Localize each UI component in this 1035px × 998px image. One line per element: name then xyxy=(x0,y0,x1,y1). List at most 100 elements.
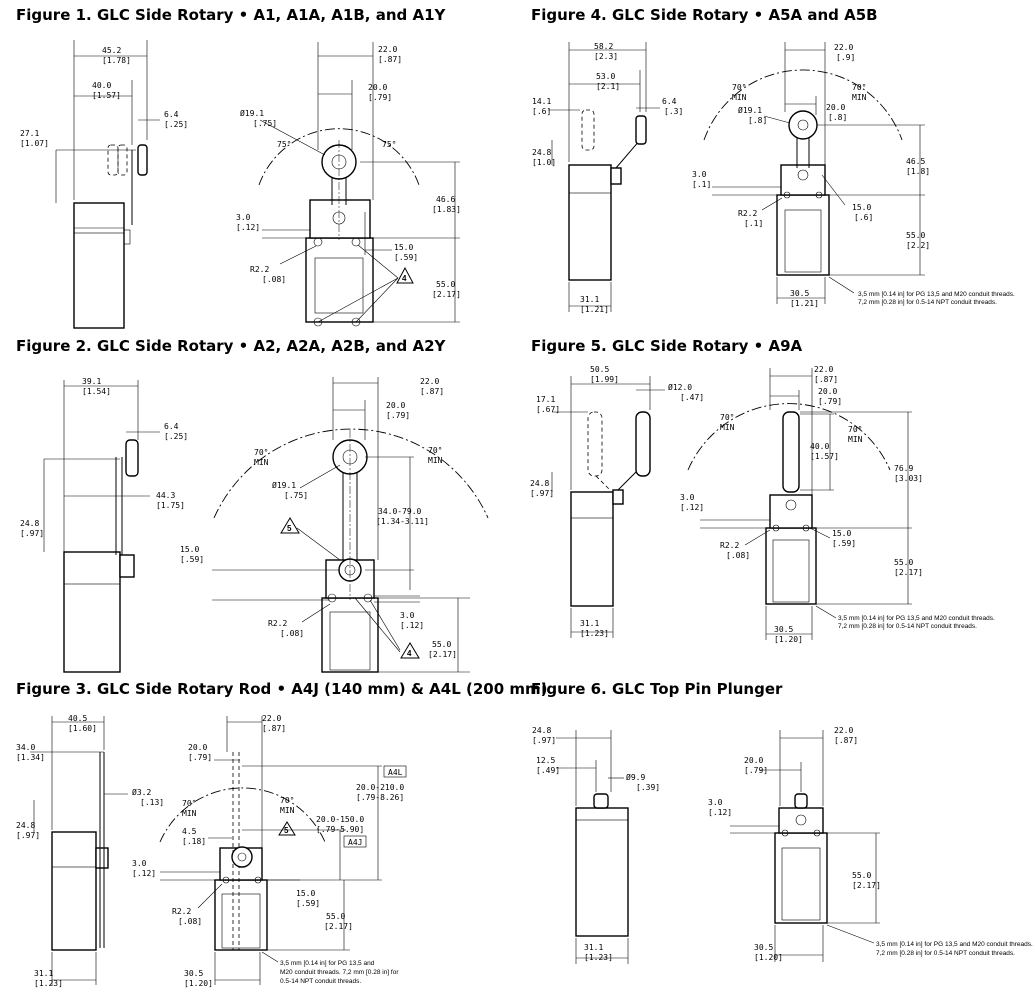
dim-45-2: 45.2 xyxy=(102,46,121,55)
figure-5-title: Figure 5. GLC Side Rotary • A9A xyxy=(531,337,803,355)
dim-22-0-in: [.87] xyxy=(378,55,402,64)
callout-5-label-f2: 5 xyxy=(287,524,292,533)
dim-3-0: 3.0 xyxy=(236,213,251,222)
dim-dia-19-1-f2: Ø19.1 xyxy=(272,480,296,490)
dim-40-5: 40.5 xyxy=(68,714,87,723)
note-thread-2-f3: M20 conduit threads. 7,2 mm [0.28 in] fo… xyxy=(280,969,399,976)
dim-46-6: 46.6 xyxy=(436,195,455,204)
dim-r2-2: R2.2 xyxy=(250,265,269,274)
dim-12-5: 12.5 xyxy=(536,756,555,765)
dim-24-8-in-f5: [.97] xyxy=(530,489,554,498)
note-thread-3-f3: 0.5-14 NPT conduit threads. xyxy=(280,978,361,985)
dim-3-0-in-f3: [.12] xyxy=(132,869,156,878)
figure-3-drawing: 40.5 [1.60] 34.0 [1.34] Ø3.2 [.13] 24.8 … xyxy=(16,714,407,988)
dim-22-0: 22.0 xyxy=(378,45,397,54)
dim-30-5-f3: 30.5 xyxy=(184,969,203,978)
dim-6-4-f2: 6.4 xyxy=(164,422,179,431)
figure-2-front-view: 70° MIN 70° MIN 22.0 [.87] 20.0 [.79] Ø1… xyxy=(180,377,489,673)
dim-24-8-f3: 24.8 xyxy=(16,821,35,830)
label-a4l: A4L xyxy=(388,768,403,777)
dim-22-0-in-f5: [.87] xyxy=(814,375,838,384)
dim-22-0-f6: 22.0 xyxy=(834,726,853,735)
dim-20-0-f2: 20.0 xyxy=(386,401,405,410)
dim-31-1-in-f3: [1.23] xyxy=(34,979,63,988)
min-right-f2: MIN xyxy=(428,456,443,465)
dim-r2-2-in-f2: [.08] xyxy=(280,629,304,638)
dim-27-1-in: [1.07] xyxy=(20,139,49,148)
dim-39-1: 39.1 xyxy=(82,377,101,386)
min-right-f3: MIN xyxy=(280,806,295,815)
dim-31-1-f4: 31.1 xyxy=(580,295,599,304)
dim-53-0: 53.0 xyxy=(596,72,615,81)
dim-6-4-in: [.25] xyxy=(164,120,188,129)
figure-3-front-view: 70° MIN 70° MIN 22.0 [.87] 20.0 [.79] 4.… xyxy=(132,714,407,988)
figure-1-drawing: 45.2 [1.78] 40.0 [1.57] 6.4 [.25] 27.1 [… xyxy=(20,40,461,329)
figure-2-title: Figure 2. GLC Side Rotary • A2, A2A, A2B… xyxy=(16,337,446,355)
dim-55-0-f6: 55.0 xyxy=(852,871,871,880)
figure-4-drawing: 58.2 [2.3] 53.0 [2.1] 6.4 [.3] 14.1 [.6]… xyxy=(532,42,1015,314)
dim-3-0-in-f5: [.12] xyxy=(680,503,704,512)
dim-22-0-in-f2: [.87] xyxy=(420,387,444,396)
dim-3-0-f2: 3.0 xyxy=(400,611,415,620)
angle-70-right-f4: 70° xyxy=(852,83,866,92)
note-thread-2-f6: 7,2 mm [0.28 in] for 0.5-14 NPT conduit … xyxy=(876,950,1015,957)
dim-20-0-f4: 20.0 xyxy=(826,103,845,112)
dim-24-8-in-f6: [.97] xyxy=(532,736,556,745)
callout-5-label-f3: 5 xyxy=(284,826,289,835)
dim-r2-2-f5: R2.2 xyxy=(720,541,739,550)
dim-45-2-in: [1.78] xyxy=(102,56,131,65)
dim-34-0-in: [1.34] xyxy=(16,753,45,762)
dim-30-5-in-f4: [1.21] xyxy=(790,299,819,308)
dim-76-9-in: [3.03] xyxy=(894,474,923,483)
min-left-f2: MIN xyxy=(254,458,269,467)
dim-20-0-in-f6: [.79] xyxy=(744,766,768,775)
dim-22-0-f4: 22.0 xyxy=(834,43,853,52)
dim-r2-2-f3: R2.2 xyxy=(172,907,191,916)
figure-3-side-view: 40.5 [1.60] 34.0 [1.34] Ø3.2 [.13] 24.8 … xyxy=(16,714,164,988)
dim-3-0-in: [.12] xyxy=(236,223,260,232)
dim-24-8-f5: 24.8 xyxy=(530,479,549,488)
dim-dia-9-9-in: [.39] xyxy=(636,783,660,792)
dim-76-9: 76.9 xyxy=(894,464,913,473)
angle-75-right: 75° xyxy=(382,140,396,149)
dim-50-5-in: [1.99] xyxy=(590,375,619,384)
figure-1-front-view: 75° 75° 22.0 [.87] 20.0 [.79] Ø19.1 [.75… xyxy=(236,42,461,327)
dim-17-1-in: [.67] xyxy=(536,405,560,414)
dim-30-5-in-f5: [1.20] xyxy=(774,635,803,644)
dim-20-0-in: [.79] xyxy=(368,93,392,102)
note-thread-1-f5: 3,5 mm [0.14 in] for PG 13,5 and M20 con… xyxy=(838,615,995,622)
dim-30-5-f6: 30.5 xyxy=(754,943,773,952)
dim-22-0-in-f4: [.9] xyxy=(836,53,855,62)
min-left-f5: MIN xyxy=(720,423,735,432)
min-right-f5: MIN xyxy=(848,435,863,444)
dim-40-0-in-f5: [1.57] xyxy=(810,452,839,461)
dim-55-0-f4: 55.0 xyxy=(906,231,925,240)
dim-55-0-f2: 55.0 xyxy=(432,640,451,649)
dim-3-0-f6: 3.0 xyxy=(708,798,723,807)
dim-22-0-f5: 22.0 xyxy=(814,365,833,374)
dim-20-210: 20.0-210.0 xyxy=(356,783,404,792)
note-thread-1-f3: 3,5 mm [0.14 in] for PG 13,5 and xyxy=(280,960,375,967)
dim-22-0-in-f3: [.87] xyxy=(262,724,286,733)
dim-15-0-f5: 15.0 xyxy=(832,529,851,538)
dim-dia-12-0-in: [.47] xyxy=(680,393,704,402)
dim-4-5: 4.5 xyxy=(182,827,197,836)
callout-4-label: 4 xyxy=(402,274,407,283)
dim-31-1-in-f4: [1.21] xyxy=(580,305,609,314)
angle-70-left-f4: 70° xyxy=(732,83,746,92)
min-left-f3: MIN xyxy=(182,809,197,818)
dim-3-0-in-f2: [.12] xyxy=(400,621,424,630)
dim-dia-3-2-in: [.13] xyxy=(140,798,164,807)
dim-30-5-in-f6: [1.20] xyxy=(754,953,783,962)
dim-6-4-in-f4: [.3] xyxy=(664,107,683,116)
dim-55-0-in-f4: [2.2] xyxy=(906,241,930,250)
figure-6-side-view: 24.8 [.97] 12.5 [.49] Ø9.9 [.39] 31.1 [1… xyxy=(532,726,660,964)
dim-r2-2-f2: R2.2 xyxy=(268,619,287,628)
dim-r2-2-in: [.08] xyxy=(262,275,286,284)
dim-46-5-in: [1.8] xyxy=(906,167,930,176)
dim-22-0-in-f6: [.87] xyxy=(834,736,858,745)
dim-55-0-in: [2.17] xyxy=(432,290,461,299)
callout-4-triangle-f2 xyxy=(400,642,420,659)
dim-55-0-in-f3: [2.17] xyxy=(324,922,353,931)
